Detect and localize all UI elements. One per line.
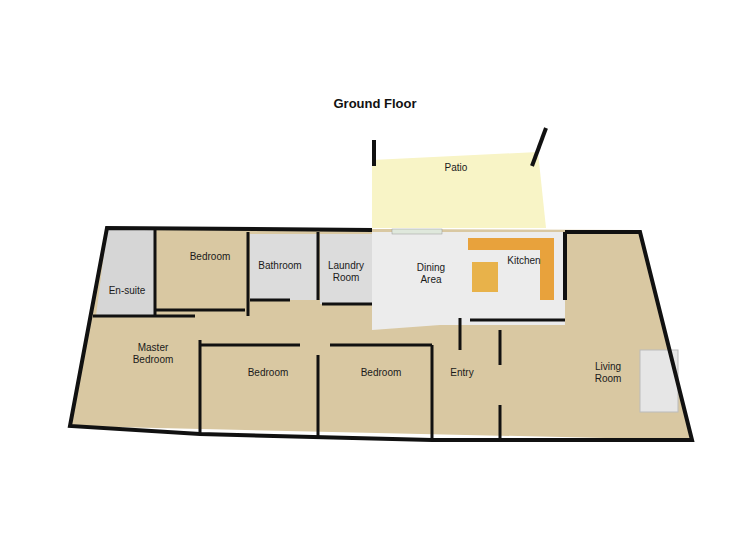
room-label: Entry (450, 367, 473, 379)
room: En-suite (96, 230, 155, 316)
room-label: Living Room (585, 361, 631, 385)
wall (459, 318, 462, 350)
room-label: Dining Area (408, 262, 454, 286)
kitchen-wall (563, 232, 567, 300)
room-label: Laundry Room (324, 260, 368, 284)
wall (154, 230, 157, 316)
room: Bedroom (155, 232, 248, 310)
room-label: Master Bedroom (127, 342, 179, 366)
wall (317, 355, 320, 438)
wall (499, 405, 502, 440)
room-label: Kitchen (507, 255, 540, 267)
wall (317, 232, 320, 300)
outer-walls (70, 228, 692, 440)
room: Master Bedroom (75, 316, 200, 426)
kitchen-island (472, 262, 498, 292)
room: Entry (434, 325, 500, 440)
patio-wall (532, 128, 546, 166)
room: Bedroom (202, 347, 318, 434)
room-label: Patio (445, 162, 468, 174)
outer-wall (70, 228, 692, 440)
plan-title: Ground Floor (333, 96, 416, 111)
room: Dining Area (372, 232, 468, 325)
room-label: Bedroom (248, 367, 289, 379)
wall (250, 299, 290, 302)
room-label: Bathroom (258, 260, 301, 272)
bathroom-floor (250, 234, 318, 300)
room-label: Bedroom (361, 367, 402, 379)
wall (330, 344, 432, 347)
wall (93, 315, 195, 318)
patio-floor (372, 152, 546, 228)
interior-walls (93, 230, 565, 440)
wall (200, 344, 300, 347)
wall (199, 340, 202, 434)
dining-floor (372, 232, 565, 330)
room: Laundry Room (320, 234, 372, 304)
room: Living Room (502, 232, 690, 440)
kitchen-counter (540, 238, 554, 300)
laundry-floor (320, 234, 372, 304)
wall (499, 330, 502, 365)
patio-wall (372, 140, 376, 166)
sliding-door (392, 229, 442, 234)
wall (155, 309, 245, 312)
room: Bathroom (250, 234, 318, 300)
wall (470, 319, 565, 322)
house-floor (70, 228, 692, 440)
wall (247, 232, 250, 316)
room-label: En-suite (109, 285, 146, 297)
wall (431, 345, 434, 440)
room-label: Bedroom (190, 251, 231, 263)
wall (322, 303, 372, 306)
room: Bedroom (320, 347, 432, 438)
room: Kitchen (468, 232, 565, 320)
room: Patio (372, 152, 546, 228)
